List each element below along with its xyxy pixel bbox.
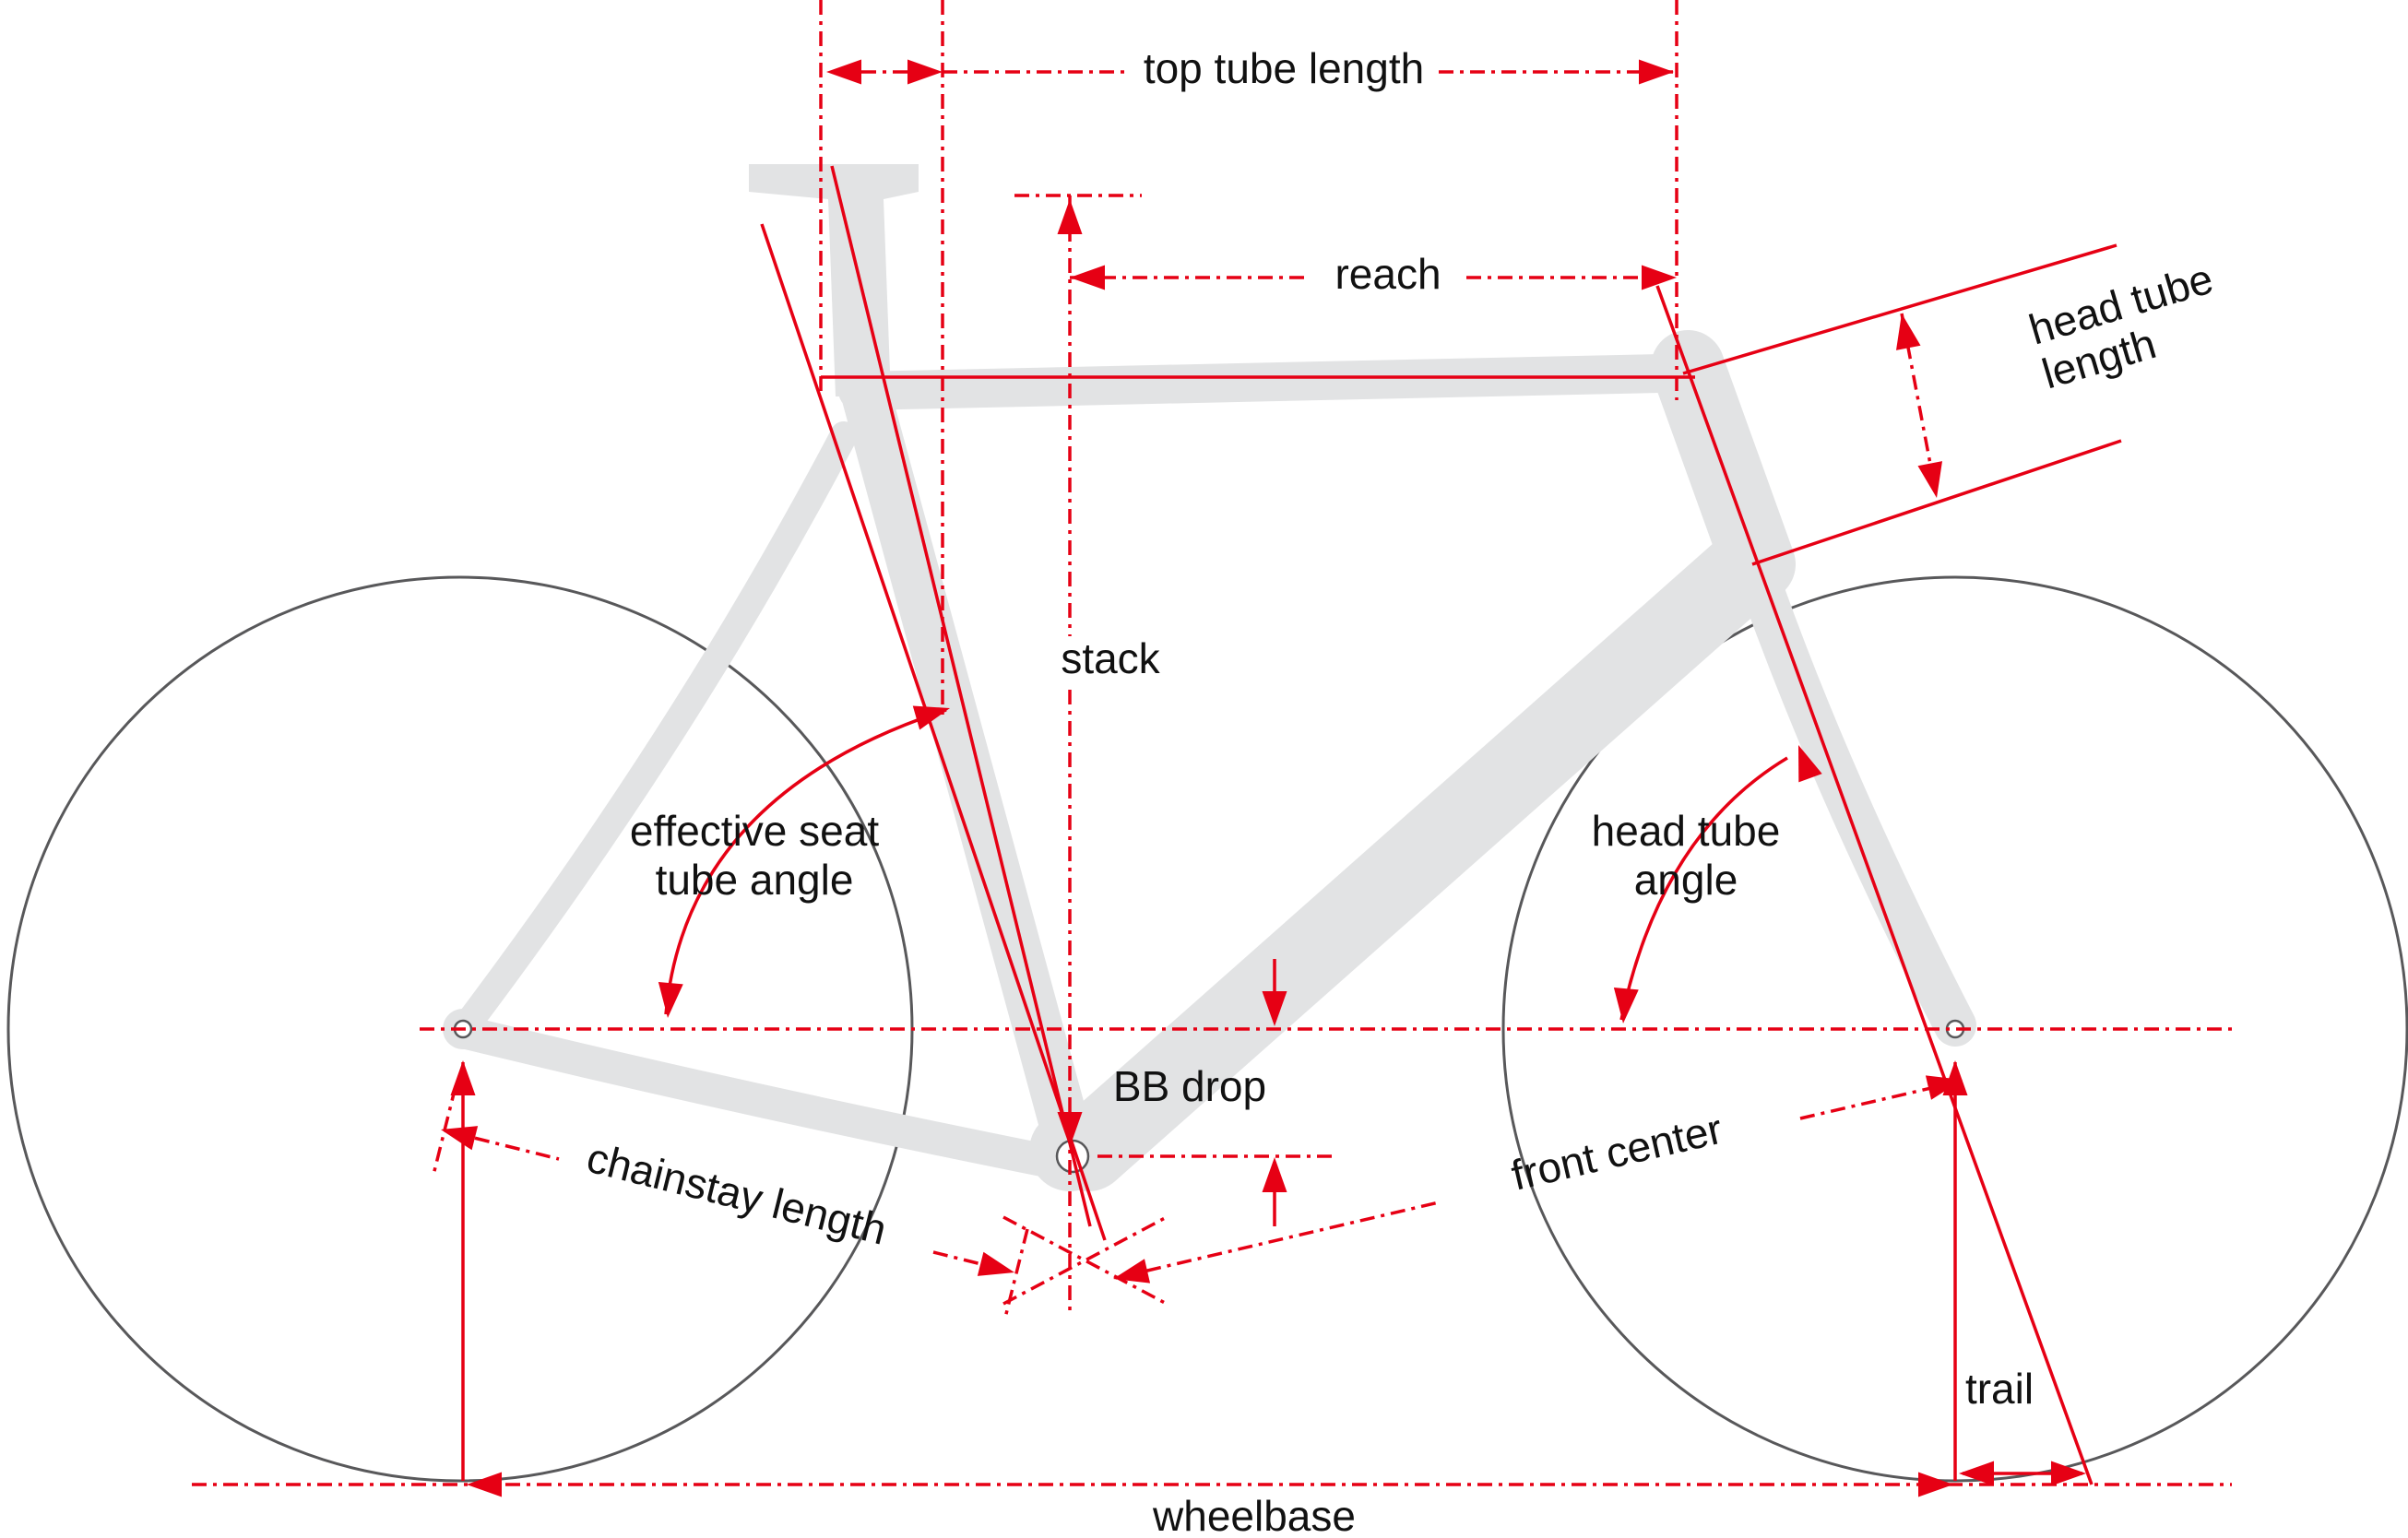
label-front-center: front center [1507,1105,1726,1200]
arrowhead-icon [1109,1259,1151,1292]
seat-angle-line [760,223,1107,1241]
arrowhead-icon [1959,1461,1994,1486]
label-stack: stack [1061,634,1160,682]
dim-head-tube-length: head tube length [1889,254,2218,501]
arrowhead-icon [1262,1157,1287,1192]
head-length-ref-lower [1751,439,2122,566]
reference-lines [420,0,2232,1485]
dim-reach: reach [1070,250,1677,298]
dim-bb-drop: BB drop [1097,959,1337,1226]
arrowhead-icon [467,1472,502,1497]
fork [1736,552,1976,1047]
arrowhead-icon [655,981,683,1020]
label-hta-1: head tube [1592,807,1781,855]
label-bb-drop: BB drop [1113,1062,1266,1110]
label-esta-1: effective seat [630,807,879,855]
arrowhead-icon [977,1251,1018,1285]
label-chainstay-length: chainstay length [582,1133,891,1254]
arrowhead-icon [826,59,861,85]
steering-axis-line [1655,285,2094,1485]
arrowhead-icon [1639,59,1674,85]
arrowhead-icon [1889,311,1921,350]
seatpost-axis-line [830,165,1092,1227]
label-trail: trail [1965,1365,2034,1413]
dim-wheelbase: wheelbase [192,1060,2232,1538]
label-top-tube-length: top tube length [1144,44,1424,92]
arrowhead-icon [1918,1472,1953,1497]
arrowhead-icon [1917,461,1950,501]
arrowhead-icon [1070,265,1105,290]
dim-trail: trail [1942,1060,2086,1486]
dim-head-tube-angle: head tube angle [1592,740,1822,1025]
dim-top-tube-length: top tube length [826,44,1674,92]
chain-stays [450,1016,1059,1177]
label-reach: reach [1334,250,1441,298]
arrowhead-icon [907,59,943,85]
label-wheelbase: wheelbase [1152,1492,1356,1538]
top-tube [838,353,1721,410]
dim-effective-seat-tube-angle: effective seat tube angle [630,696,954,1020]
label-esta-2: tube angle [656,856,854,904]
seat-stays [453,421,858,1039]
label-hta-2: angle [1634,856,1738,904]
head-length-ref-upper [1682,243,2117,375]
bike-frame [443,164,1976,1191]
arrowhead-icon [1057,199,1083,234]
arrowhead-icon [2051,1461,2086,1486]
seatpost [749,164,919,396]
arrowhead-icon [437,1117,479,1151]
seat-tube [840,366,1095,1170]
down-tube [1048,526,1788,1191]
dim-stack: stack [1014,194,1161,1314]
arrowhead-icon [450,1060,476,1095]
arrowhead-icon [1610,987,1639,1025]
